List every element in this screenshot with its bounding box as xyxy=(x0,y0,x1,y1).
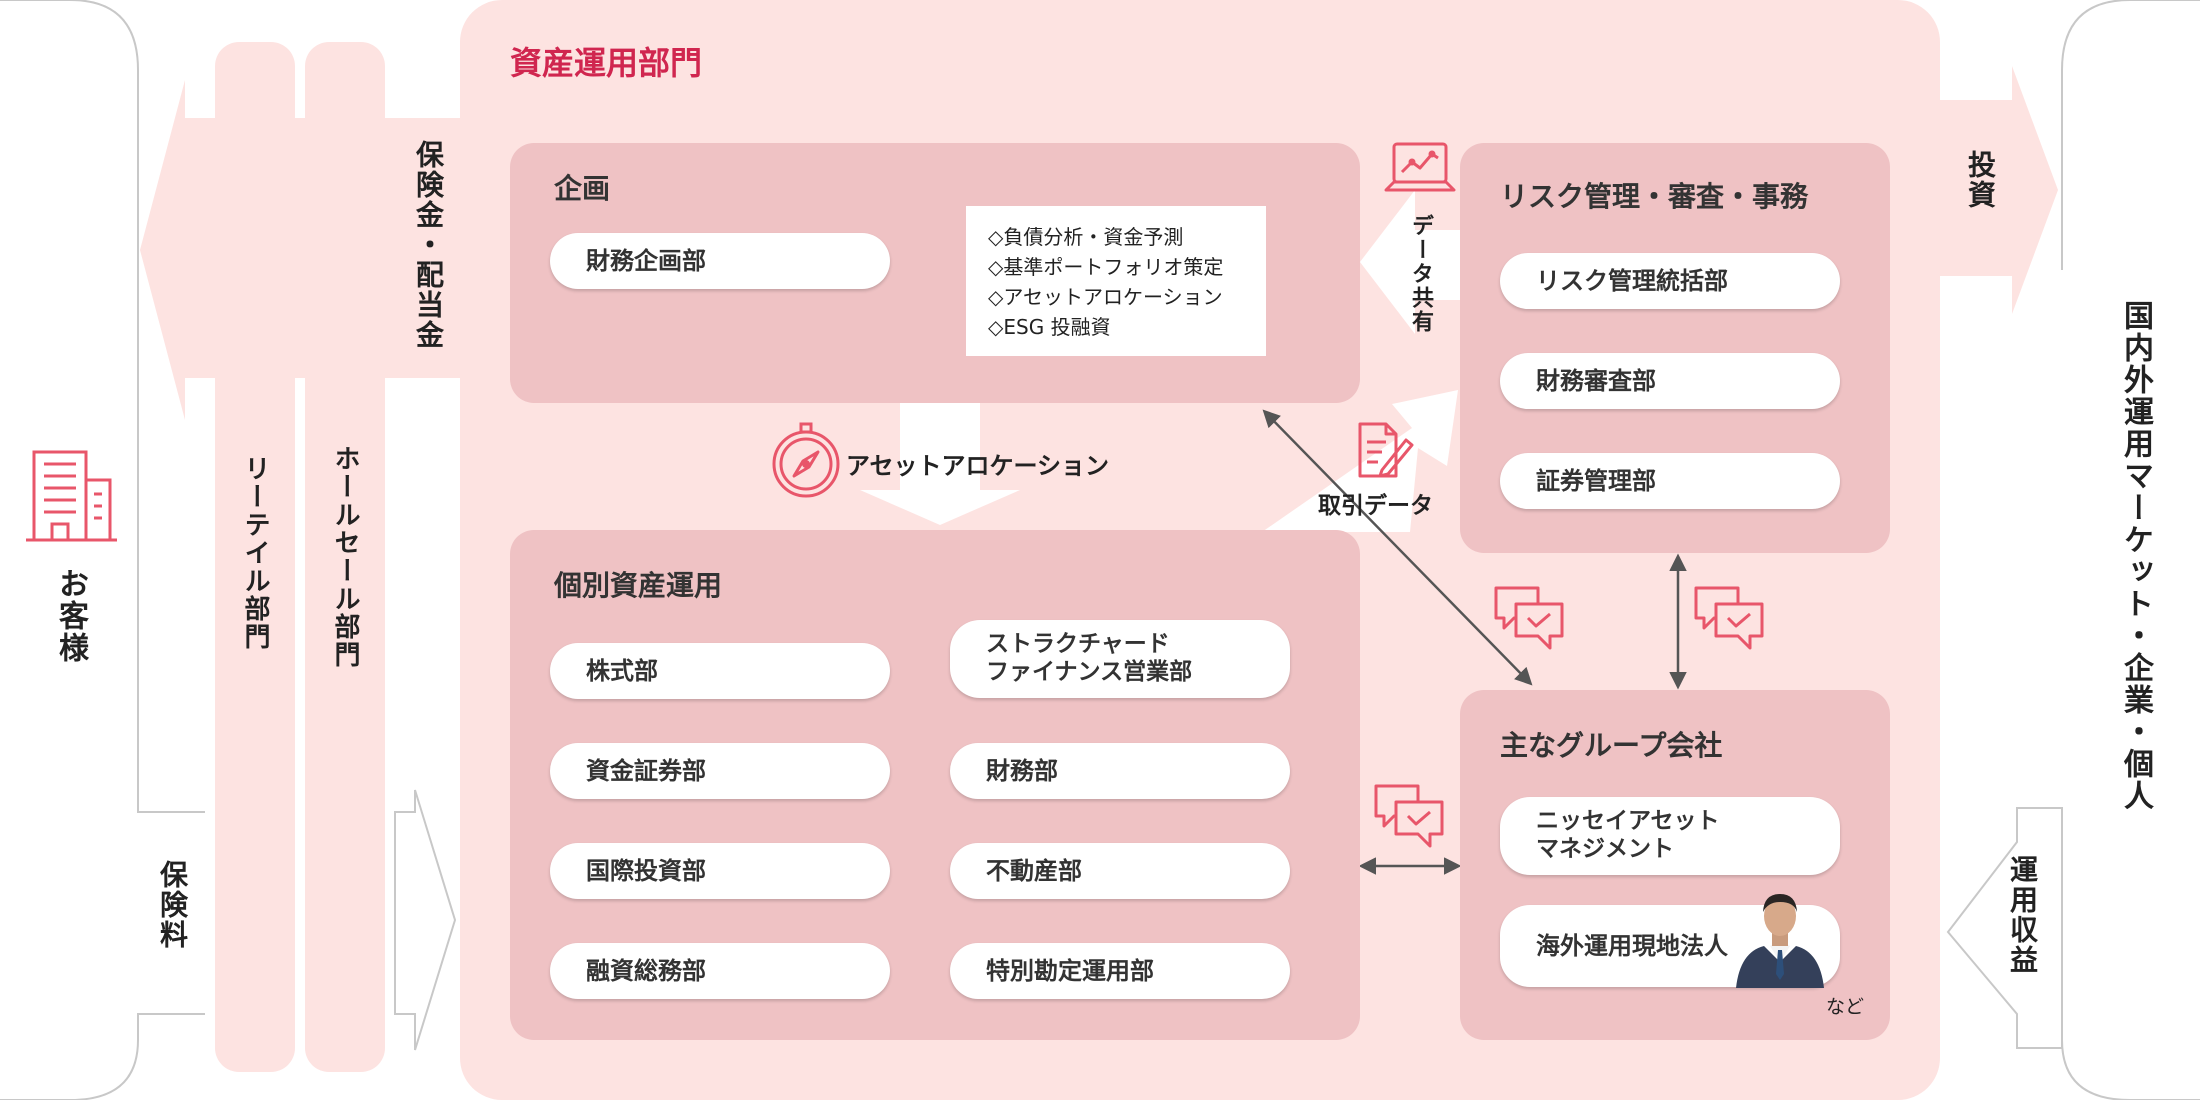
planning-note: ◇基準ポートフォリオ策定 xyxy=(988,255,1224,279)
data-share-label: データ共有 xyxy=(1408,214,1433,334)
allocation-arrow xyxy=(860,400,1020,525)
market-label: 国内外運用マーケット・企業・個人 xyxy=(2118,300,2153,812)
wholesale-column xyxy=(305,42,385,1072)
market-column xyxy=(2061,0,2200,270)
document-pen-icon xyxy=(1358,422,1414,478)
company-overseas-label: 海外運用現地法人 xyxy=(1536,931,1728,960)
returns-label: 運用収益 xyxy=(2006,855,2039,975)
wholesale-label: ホールセール部門 xyxy=(330,445,360,669)
dept-fund-securities: 資金証券部 xyxy=(550,743,890,799)
planning-notes: ◇負債分析・資金予測 ◇基準ポートフォリオ策定 ◇アセットアロケーション ◇ES… xyxy=(966,206,1266,356)
premium-label: 保険料 xyxy=(156,860,189,950)
dept-securities-admin: 証券管理部 xyxy=(1500,453,1840,509)
etc-label: など xyxy=(1826,996,1865,1018)
chat-icon xyxy=(1494,586,1564,650)
individual-title: 個別資産運用 xyxy=(554,569,723,602)
planning-note: ◇ESG 投融資 xyxy=(988,315,1111,339)
invest-arrow xyxy=(1935,66,2058,314)
businessman-photo xyxy=(1736,894,1824,988)
compass-icon xyxy=(772,422,840,498)
risk-title: リスク管理・審査・事務 xyxy=(1500,180,1809,213)
dept-structured-finance: ストラクチャード ファイナンス営業部 xyxy=(950,620,1290,698)
dept-real-estate: 不動産部 xyxy=(950,843,1290,899)
returns-arrow xyxy=(1946,807,2063,1049)
dept-special-account: 特別勘定運用部 xyxy=(950,943,1290,999)
trade-data-label: 取引データ xyxy=(1318,493,1433,519)
payout-label: 保険金・配当金 xyxy=(412,140,445,350)
dept-loan-admin: 融資総務部 xyxy=(550,943,890,999)
chat-icon xyxy=(1694,586,1764,650)
retail-label: リーテイル部門 xyxy=(240,455,270,651)
dept-financial-planning: 財務企画部 xyxy=(550,233,890,289)
retail-column xyxy=(215,42,295,1072)
allocation-label: アセットアロケーション xyxy=(846,452,1110,480)
customer-column xyxy=(0,0,205,813)
planning-group-connector xyxy=(1262,409,1533,686)
laptop-icon xyxy=(1384,142,1456,192)
group-title: 主なグループ会社 xyxy=(1500,729,1723,762)
planning-note: ◇負債分析・資金予測 xyxy=(988,225,1184,249)
dept-credit-review: 財務審査部 xyxy=(1500,353,1840,409)
data-share-arrow xyxy=(1360,190,1460,334)
invest-label: 投資 xyxy=(1964,150,1997,210)
dept-international: 国際投資部 xyxy=(550,843,890,899)
customer-label: お客様 xyxy=(53,568,88,664)
dept-finance: 財務部 xyxy=(950,743,1290,799)
dept-risk-management: リスク管理統括部 xyxy=(1500,253,1840,309)
building-icon xyxy=(26,450,117,542)
main-title: 資産運用部門 xyxy=(510,44,703,82)
planning-note: ◇アセットアロケーション xyxy=(988,285,1223,309)
premium-arrow xyxy=(394,789,457,1051)
planning-title: 企画 xyxy=(554,172,611,205)
dept-equity: 株式部 xyxy=(550,643,890,699)
chat-icon xyxy=(1374,784,1444,848)
company-nissay-asset-management: ニッセイアセット マネジメント xyxy=(1500,797,1840,875)
